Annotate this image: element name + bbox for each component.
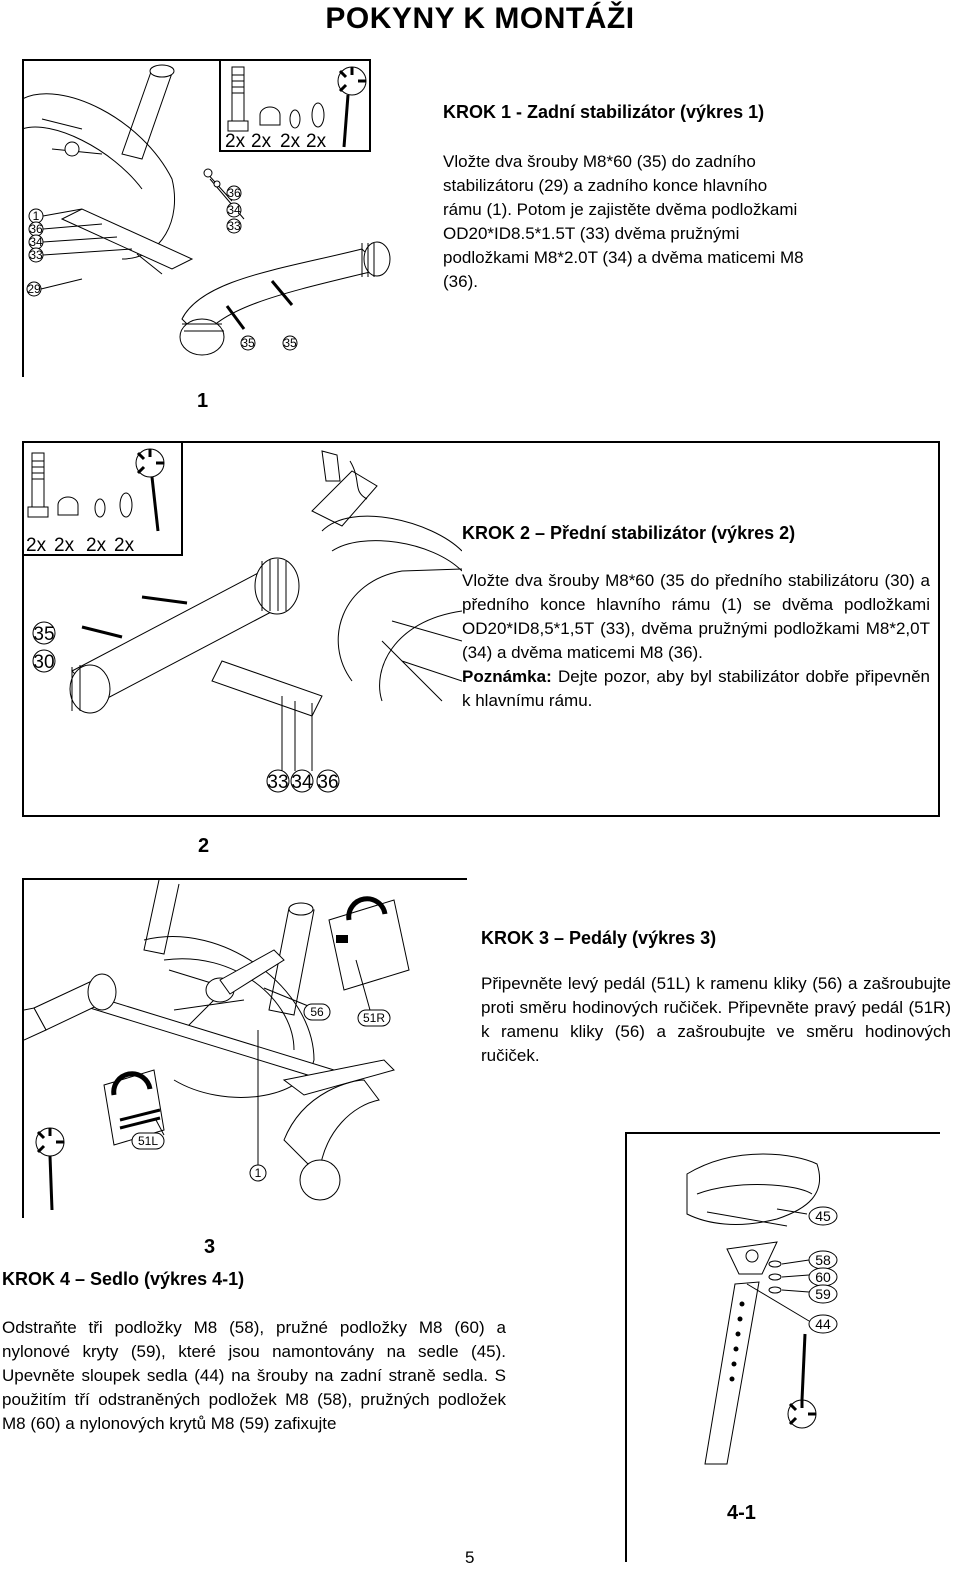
fig4-label-44: 44	[815, 1316, 831, 1332]
figure-3-number: 3	[204, 1236, 216, 1258]
fig4-label-59: 59	[815, 1286, 831, 1302]
step2-note-text: Dejte pozor, aby byl stabilizátor dobře …	[462, 667, 930, 710]
fig2-label-33: 33	[267, 772, 288, 793]
fig3-label-56: 56	[310, 1005, 324, 1019]
figure-2-number: 2	[198, 835, 210, 857]
fig1-label-36-left: 36	[29, 222, 43, 236]
step3-text: Připevněte levý pedál (51L) k ramenu kli…	[481, 974, 951, 1065]
fig3-label-51R: 51R	[363, 1011, 385, 1025]
fig4-label-60: 60	[815, 1269, 831, 1285]
fig4-label-45: 45	[815, 1208, 831, 1224]
figure-4-1-number: 4-1	[727, 1502, 756, 1524]
step3-title: KROK 3 – Pedály (výkres 3)	[481, 928, 717, 948]
fig1-label-33-left: 33	[29, 248, 43, 262]
figure-2-drawing: 35 30 33 34 36 2x 2x 2x 2x	[22, 441, 462, 793]
fig3-label-1: 1	[255, 1166, 262, 1180]
fig2-label-36: 36	[317, 772, 338, 793]
fig2-count-4: 2x	[114, 535, 135, 556]
fig1-label-34-left: 34	[29, 235, 43, 249]
figure-3-drawing: 56 51R 51L 1	[24, 880, 410, 1211]
step4-text-cutoff	[0, 1486, 512, 1516]
fig1-count-4: 2x	[306, 131, 327, 152]
fig1-label-29: 29	[27, 282, 41, 296]
fig1-label-35a: 35	[241, 336, 255, 350]
step2-text: Vložte dva šrouby M8*60 (35 do předního …	[462, 571, 930, 662]
fig1-count-3: 2x	[280, 131, 301, 152]
figure-1-number: 1	[197, 390, 209, 412]
fig1-label-33: 33	[227, 219, 241, 233]
page-title: POKYNY K MONTÁŽI	[325, 2, 635, 35]
step2-note-label: Poznámka:	[462, 667, 552, 686]
figure-1-drawing: 36 34 33 1 36 34 33 29 35 35 2x 2x 2x 2x	[22, 59, 391, 356]
fig1-label-35b: 35	[283, 336, 297, 350]
page-number: 5	[465, 1548, 475, 1567]
fig2-label-34: 34	[291, 772, 313, 793]
figure-2-frame	[22, 441, 940, 817]
step4-title: KROK 4 – Sedlo (výkres 4-1)	[2, 1269, 245, 1289]
step1-title: KROK 1 - Zadní stabilizátor (výkres 1)	[443, 102, 765, 122]
step4-text: Odstraňte tři podložky M8 (58), pružné p…	[2, 1318, 506, 1433]
step1-text: Vložte dva šrouby M8*60 (35) do zadního …	[443, 152, 804, 291]
step2-title: KROK 2 – Přední stabilizátor (výkres 2)	[462, 523, 796, 543]
fig1-count-2: 2x	[251, 131, 272, 152]
figure-3-frame	[22, 878, 467, 1218]
figure-4-1-frame	[625, 1132, 940, 1562]
fig2-label-30: 30	[33, 652, 54, 673]
fig4-label-58: 58	[815, 1252, 831, 1268]
fig1-label-36: 36	[227, 186, 241, 200]
fig2-count-1: 2x	[26, 535, 47, 556]
fig1-count-1: 2x	[225, 131, 246, 152]
fig1-label-34: 34	[227, 203, 241, 217]
step2-note: Poznámka: Dejte pozor, aby byl stabilizá…	[462, 665, 930, 713]
fig2-label-35: 35	[33, 624, 54, 645]
figure-4-1-drawing: 45 58 60 59 44	[686, 1153, 838, 1465]
fig3-label-51L: 51L	[138, 1134, 158, 1148]
fig2-count-2: 2x	[54, 535, 75, 556]
figure-1-frame	[22, 59, 370, 377]
fig2-count-3: 2x	[86, 535, 107, 556]
fig1-label-1: 1	[33, 209, 40, 223]
